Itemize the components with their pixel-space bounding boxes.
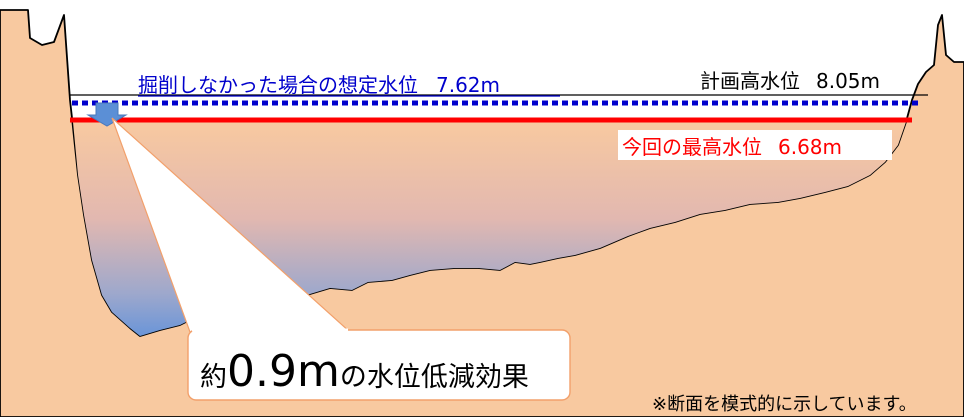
footnote: ※断面を模式的に示しています。 — [652, 394, 917, 415]
callout-prefix: 約 — [200, 362, 227, 393]
no-excavation-label-value: 7.62m — [436, 73, 500, 97]
max-water-label-value: 6.68m — [778, 135, 842, 159]
callout-suffix: の水位低減効果 — [340, 362, 529, 393]
reduction-arrow-icon — [86, 102, 128, 127]
max-water-label-name: 今回の最高水位 — [622, 135, 762, 159]
planned-high-water-label-name: 計画高水位 — [700, 69, 800, 93]
callout-box — [187, 329, 571, 401]
callout-value: 0.9m — [227, 346, 340, 397]
max-water-label: 今回の最高水位 6.68m — [622, 135, 842, 159]
planned-high-water-label-value: 8.05m — [816, 69, 880, 93]
no-excavation-label-name: 掘削しなかった場合の想定水位 — [138, 73, 418, 97]
max-water-label-bg — [618, 130, 892, 160]
callout-text: 約0.9mの水位低減効果 — [200, 346, 529, 397]
planned-high-water-label: 計画高水位 8.05m — [700, 69, 880, 93]
no-excavation-label: 掘削しなかった場合の想定水位 7.62m — [138, 73, 500, 97]
